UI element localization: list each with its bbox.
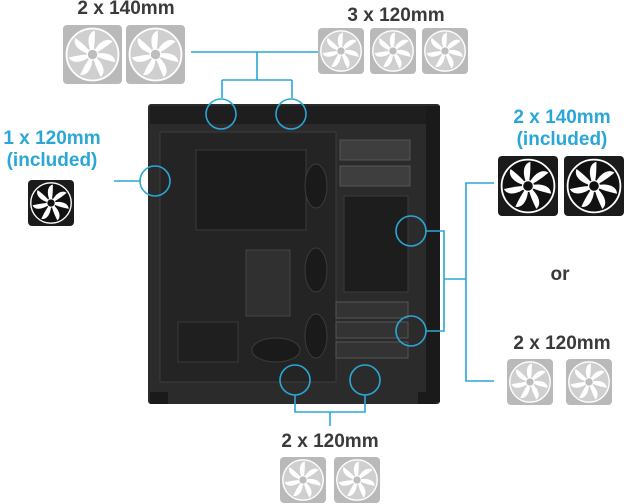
fan-icon bbox=[566, 359, 612, 405]
fan-icon bbox=[280, 457, 326, 503]
top-120mm-label: 3 x 120mm bbox=[347, 5, 445, 26]
rear-120mm-size: 1 x 120mm bbox=[3, 128, 101, 149]
fan-icon bbox=[498, 156, 558, 216]
or-label: or bbox=[550, 264, 570, 285]
fan-icon bbox=[564, 156, 624, 216]
fan-icon bbox=[507, 359, 553, 405]
fan-icon bbox=[28, 180, 74, 226]
fan-icon bbox=[334, 457, 380, 503]
rear-120mm-included: (included) bbox=[6, 150, 98, 171]
front-140mm-size: 2 x 140mm bbox=[513, 107, 611, 128]
fan-icon bbox=[126, 25, 185, 84]
fan-icon bbox=[318, 28, 364, 74]
front-120mm-label: 2 x 120mm bbox=[513, 333, 611, 354]
pc-case-side-view bbox=[148, 104, 440, 404]
rear-120mm-label: 1 x 120mm (included) bbox=[0, 128, 104, 172]
fan-icon bbox=[370, 28, 416, 74]
bottom-120mm-label: 2 x 120mm bbox=[281, 431, 379, 452]
top-140mm-label: 2 x 140mm bbox=[77, 0, 175, 19]
fan-icon bbox=[63, 25, 122, 84]
fan-icon bbox=[422, 28, 468, 74]
front-140mm-included: (included) bbox=[516, 129, 608, 150]
front-140mm-label: 2 x 140mm (included) bbox=[500, 107, 624, 151]
